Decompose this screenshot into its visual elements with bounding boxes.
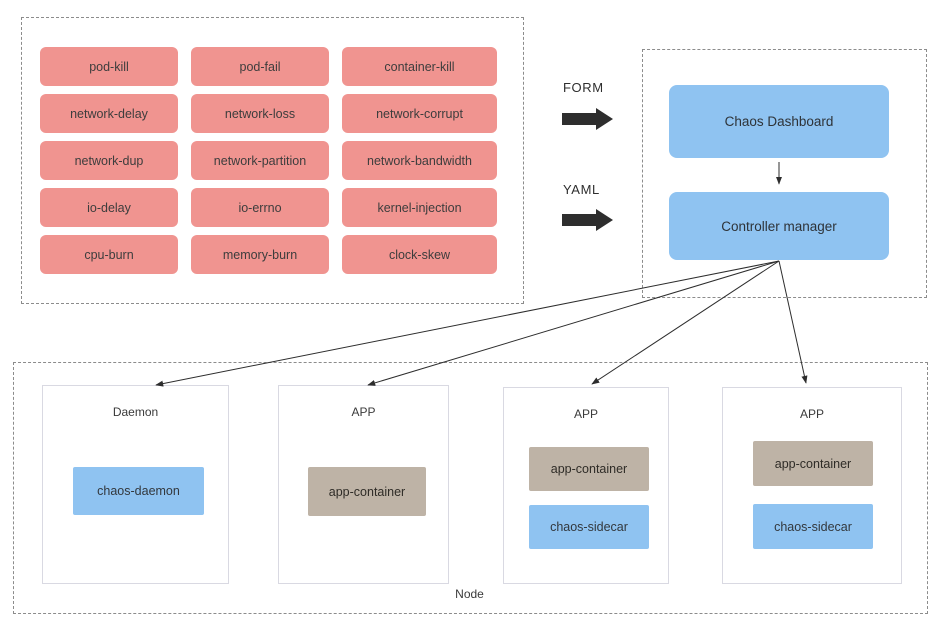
app-container-box: app-container — [308, 467, 426, 516]
chaos-dashboard-box: Chaos Dashboard — [669, 85, 889, 158]
experiment-label: pod-fail — [239, 59, 281, 74]
app-container-box: app-container — [529, 447, 649, 491]
container-label: chaos-sidecar — [774, 519, 852, 534]
node-group-app-3: APP app-container chaos-sidecar — [722, 387, 902, 584]
yaml-arrow-icon — [562, 209, 613, 231]
form-label: FORM — [563, 80, 604, 95]
container-label: app-container — [328, 484, 406, 499]
form-arrow-icon — [562, 108, 613, 130]
group-title: APP — [799, 407, 824, 421]
chaos-sidecar-box: chaos-sidecar — [753, 504, 873, 549]
experiment-label: network-partition — [213, 153, 307, 168]
experiment-chip-pod-kill: pod-kill — [40, 47, 178, 86]
experiment-chip-io-errno: io-errno — [191, 188, 329, 227]
experiment-chip-clock-skew: clock-skew — [342, 235, 497, 274]
experiment-chip-pod-fail: pod-fail — [191, 47, 329, 86]
experiment-label: network-delay — [70, 106, 148, 121]
experiment-chip-container-kill: container-kill — [342, 47, 497, 86]
experiment-label: io-errno — [238, 200, 282, 215]
app-container-box: app-container — [753, 441, 873, 486]
experiment-label: container-kill — [384, 59, 455, 74]
experiment-chip-cpu-burn: cpu-burn — [40, 235, 178, 274]
node-group-daemon: Daemon chaos-daemon — [42, 385, 229, 584]
chaos-dashboard-label: Chaos Dashboard — [724, 114, 834, 129]
experiment-label: network-bandwidth — [367, 153, 472, 168]
controller-manager-label: Controller manager — [721, 218, 837, 234]
group-title: Daemon — [112, 405, 159, 419]
container-label: app-container — [774, 456, 852, 471]
node-label: Node — [455, 587, 484, 601]
chaos-sidecar-box: chaos-sidecar — [529, 505, 649, 549]
experiment-label: network-loss — [224, 106, 296, 121]
group-title: APP — [351, 405, 376, 419]
experiment-chip-network-loss: network-loss — [191, 94, 329, 133]
experiment-label: kernel-injection — [377, 200, 462, 215]
experiment-chip-network-corrupt: network-corrupt — [342, 94, 497, 133]
node-group-app-1: APP app-container — [278, 385, 449, 584]
controller-manager-box: Controller manager — [669, 192, 889, 260]
experiment-chip-memory-burn: memory-burn — [191, 235, 329, 274]
container-label: chaos-daemon — [97, 484, 180, 498]
experiment-chip-network-bandwidth: network-bandwidth — [342, 141, 497, 180]
experiment-label: clock-skew — [388, 247, 451, 262]
experiment-label: cpu-burn — [84, 247, 134, 262]
experiment-chip-network-delay: network-delay — [40, 94, 178, 133]
container-label: chaos-sidecar — [550, 520, 628, 534]
experiment-chip-network-dup: network-dup — [40, 141, 178, 180]
node-group-app-2: APP app-container chaos-sidecar — [503, 387, 669, 584]
container-label: app-container — [550, 462, 628, 476]
experiment-label: io-delay — [87, 200, 131, 215]
experiment-chip-network-partition: network-partition — [191, 141, 329, 180]
experiment-label: memory-burn — [222, 247, 298, 262]
group-title: APP — [573, 407, 598, 421]
experiment-chip-kernel-injection: kernel-injection — [342, 188, 497, 227]
chaos-daemon-box: chaos-daemon — [73, 467, 204, 515]
experiment-label: pod-kill — [89, 59, 129, 74]
experiment-label: network-corrupt — [376, 106, 463, 121]
yaml-label: YAML — [563, 182, 600, 197]
experiment-type-grid: pod-kill pod-fail container-kill network… — [40, 47, 497, 274]
experiment-label: network-dup — [74, 153, 144, 168]
experiment-chip-io-delay: io-delay — [40, 188, 178, 227]
